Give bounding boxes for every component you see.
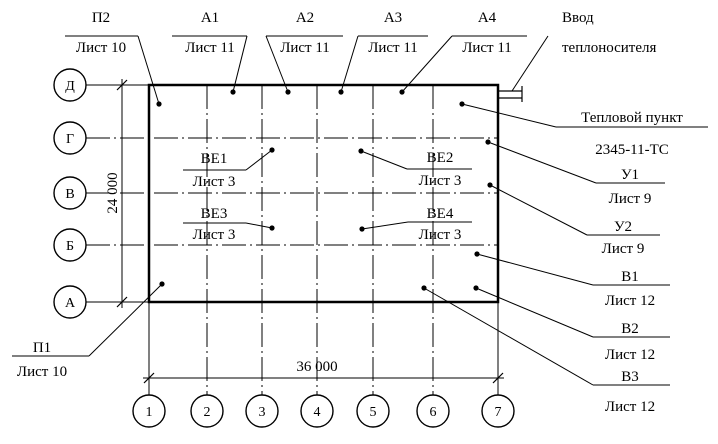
width-dimension: 36 000 [143,359,504,384]
row-label-v: В [65,187,74,202]
column-bubble-4 [300,394,334,428]
callout-u2-sheet: Лист 9 [602,241,645,257]
callout-ve1-code: ВЕ1 [201,151,228,167]
callout-b2-code: В2 [621,321,639,337]
column-label-2: 2 [204,405,211,420]
column-label-4: 4 [314,405,321,420]
height-dimension-label: 24 000 [105,172,121,213]
row-bubble-b [53,228,87,262]
callout-b3-code: В3 [621,369,639,385]
callout-p2-sheet: Лист 10 [76,40,126,56]
callout-ve2-sheet: Лист 3 [419,173,462,189]
row-label-g: Г [66,132,74,147]
leaders [12,35,708,386]
row-label-d: Д [65,79,75,94]
column-label-6: 6 [430,405,437,420]
column-bubble-2 [190,394,224,428]
callout-ve4-code: ВЕ4 [427,206,454,222]
row-bubble-a [53,285,87,319]
callout-b3-sheet: Лист 12 [605,399,655,415]
callout-p1-sheet: Лист 10 [17,364,67,380]
column-label-7: 7 [495,405,502,420]
row-label-b: Б [66,239,74,254]
inlet-pipe [498,35,549,102]
callout-a4-code: А4 [478,10,497,26]
callout-b2-sheet: Лист 12 [605,347,655,363]
callout-p2-code: П2 [92,10,110,26]
callout-texts: П2 Лист 10 А1 Лист 11 А2 Лист 11 А3 Лист… [17,10,683,415]
column-bubble-3 [245,394,279,428]
row-bubble-g [53,121,87,155]
column-bubble-5 [356,394,390,428]
callout-ve3-sheet: Лист 3 [193,227,236,243]
width-dimension-label: 36 000 [296,359,337,375]
callout-a4-sheet: Лист 11 [462,40,512,56]
callout-a1-sheet: Лист 11 [185,40,235,56]
callout-ve4-sheet: Лист 3 [419,227,462,243]
callout-a2-sheet: Лист 11 [280,40,330,56]
callout-inlet-line1: Ввод [562,10,594,26]
callout-u2-code: У2 [614,219,632,235]
callout-u1-sheet: Лист 9 [609,191,652,207]
column-label-1: 1 [146,405,153,420]
column-label-3: 3 [259,405,266,420]
column-axes [148,85,499,395]
row-bubble-d [53,68,87,102]
row-label-a: А [65,296,76,311]
callout-ve2-code: ВЕ2 [427,150,454,166]
callout-inlet-line2: теплоносителя [562,40,657,56]
callout-u1-code: У1 [621,167,639,183]
height-dimension: 24 000 [105,79,128,308]
callout-a3-sheet: Лист 11 [368,40,418,56]
callout-ve1-sheet: Лист 3 [193,174,236,190]
column-bubbles: 1 2 3 4 5 6 7 [132,394,515,428]
callout-a1-code: А1 [201,10,219,26]
column-bubble-6 [416,394,450,428]
row-axes [86,84,498,303]
callout-b1-sheet: Лист 12 [605,293,655,309]
callout-b1-code: В1 [621,269,639,285]
column-label-5: 5 [370,405,377,420]
callout-ve3-code: ВЕ3 [201,206,228,222]
callout-a3-code: А3 [384,10,402,26]
row-bubble-v [53,176,87,210]
callout-heat-point-name: Тепловой пункт [581,110,683,126]
column-bubble-1 [132,394,166,428]
column-bubble-7 [481,394,515,428]
callout-a2-code: А2 [296,10,314,26]
callout-heat-point-doc: 2345-11-ТС [595,142,669,158]
row-bubbles: Д Г В Б А [53,68,87,319]
callout-p1-code: П1 [33,340,51,356]
